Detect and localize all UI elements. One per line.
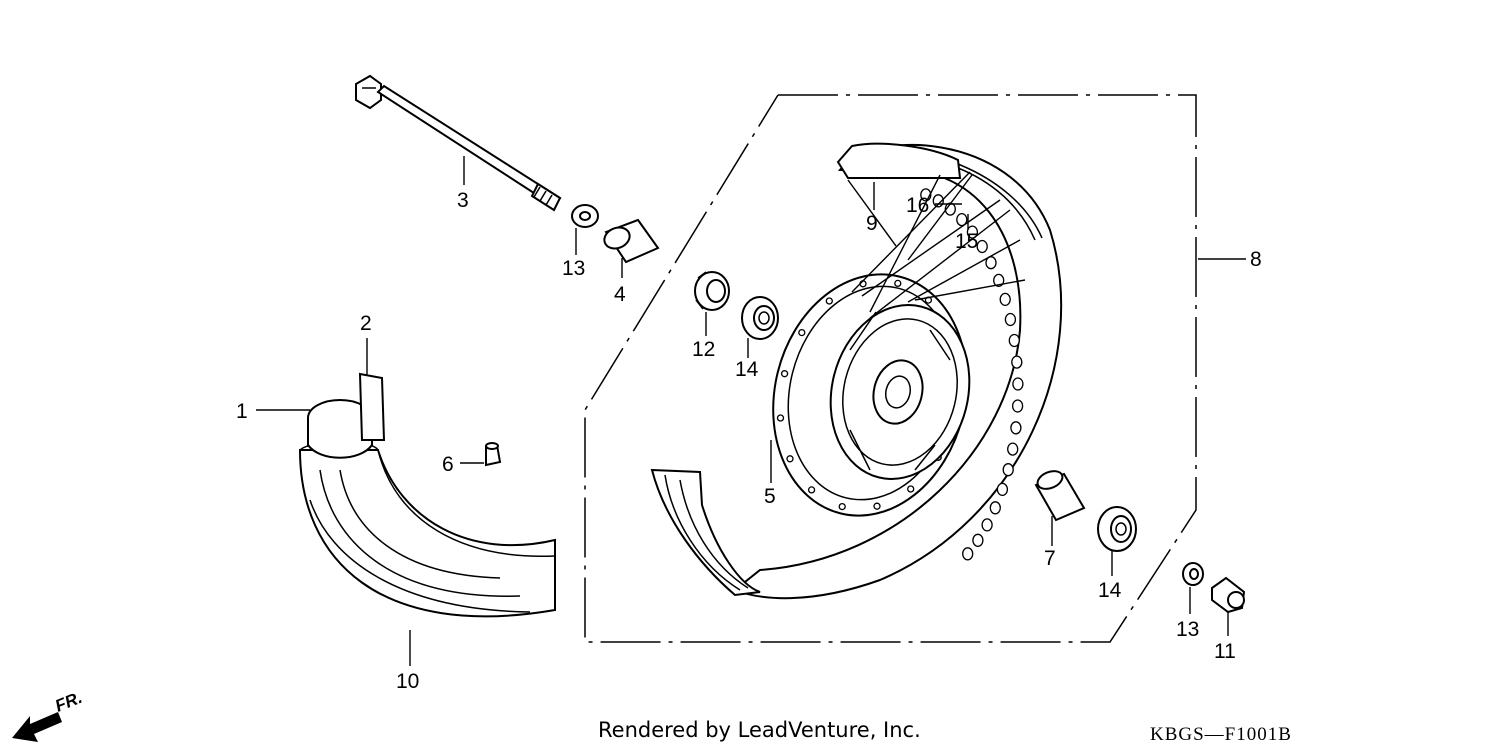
washer-part-13-lower[interactable]	[1182, 562, 1204, 586]
washer-part-13-top[interactable]	[571, 204, 599, 228]
bearing-part-14-upper[interactable]	[741, 296, 779, 340]
diagram-code: KBGS—F1001B	[1150, 724, 1292, 745]
callout-2[interactable]: 2	[360, 312, 372, 335]
wheel-assembly-part-8[interactable]	[650, 142, 1063, 600]
rendered-by-credit: Rendered by LeadVenture, Inc.	[598, 718, 921, 742]
callout-12[interactable]: 12	[692, 338, 715, 361]
rim-spoke-hole	[966, 225, 979, 239]
callout-14-upper[interactable]: 14	[735, 358, 759, 381]
rim-spoke-hole	[996, 482, 1009, 497]
rim-spoke-hole	[1012, 377, 1024, 391]
callout-5[interactable]: 5	[764, 485, 776, 508]
callout-13-top[interactable]: 13	[562, 257, 585, 280]
rim-spoke-hole	[1007, 442, 1019, 456]
direction-label: FR.	[52, 688, 85, 716]
disc-hole	[780, 370, 789, 378]
callout-10[interactable]: 10	[396, 670, 419, 693]
rim-spoke-hole	[972, 533, 984, 547]
disc-hole	[838, 502, 846, 511]
axle-nut-part-11[interactable]	[1211, 576, 1246, 614]
rim-spoke-hole	[1011, 355, 1023, 369]
leader-lines	[256, 156, 1246, 666]
front-direction-arrow-icon: FR.	[12, 688, 85, 742]
rim-spoke-hole	[956, 212, 968, 227]
assembly-frame	[584, 94, 1197, 643]
callout-4[interactable]: 4	[614, 283, 626, 306]
callout-labels: 1 2 3 4 5 6 7 8 9 10 11 12 13 13 14 14 1…	[236, 189, 1262, 693]
rim-spoke-hole	[1002, 463, 1014, 477]
disc-hole	[807, 486, 816, 494]
callout-11[interactable]: 11	[1214, 640, 1236, 663]
disc-hole	[776, 414, 785, 422]
rim-spoke-hole	[1010, 421, 1022, 435]
callout-9[interactable]: 9	[866, 212, 878, 235]
tube-part-1[interactable]	[307, 399, 373, 459]
rim-spoke-hole	[999, 292, 1011, 307]
callout-7[interactable]: 7	[1044, 547, 1056, 570]
rim-spoke-hole	[981, 518, 993, 532]
callout-15[interactable]: 15	[955, 230, 978, 253]
callout-16[interactable]: 16	[906, 194, 929, 217]
rim-spoke-hole	[1008, 333, 1020, 348]
callout-14-lower[interactable]: 14	[1098, 579, 1122, 602]
axle-part[interactable]	[355, 74, 562, 212]
spacer-part-7[interactable]	[1034, 468, 1086, 522]
rim-spoke-hole	[1004, 312, 1017, 327]
rim-band-part-2[interactable]	[358, 372, 386, 441]
dust-seal-part-12[interactable]	[694, 271, 730, 311]
disc-hole	[825, 297, 833, 305]
callout-13-lower[interactable]: 13	[1176, 618, 1199, 641]
disc-hole	[873, 502, 881, 510]
callout-3[interactable]: 3	[457, 189, 469, 212]
rim-spoke-hole	[993, 273, 1005, 288]
disc-hole	[894, 279, 902, 288]
valve-cap-part-6[interactable]	[485, 442, 502, 467]
rim-spoke-hole	[1011, 399, 1024, 413]
disc-hole	[798, 328, 806, 337]
rim-spoke-hole	[962, 547, 974, 561]
callout-1[interactable]: 1	[236, 400, 248, 423]
spacer-part-4[interactable]	[601, 218, 660, 264]
bearing-part-14-lower[interactable]	[1097, 506, 1137, 552]
tire-part-10[interactable]	[298, 441, 556, 618]
disc-hole	[907, 485, 915, 493]
rim-spoke-hole	[976, 239, 988, 254]
callout-6[interactable]: 6	[442, 453, 454, 476]
disc-hole	[786, 455, 794, 463]
rim-spoke-hole	[989, 501, 1001, 515]
callout-8[interactable]: 8	[1250, 248, 1262, 271]
